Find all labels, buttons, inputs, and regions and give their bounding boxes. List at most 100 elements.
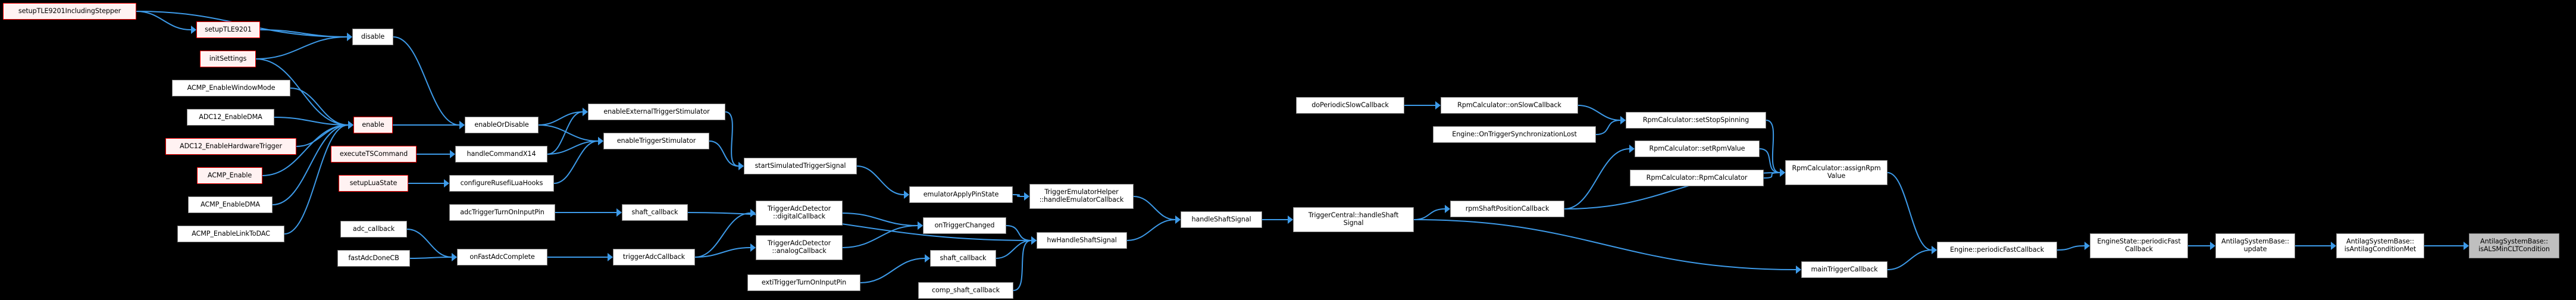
graph-arrowhead-ACMP_EnableDMA-to-enable <box>348 121 353 129</box>
graph-node-comp_shaft_callback[interactable]: comp_shaft_callback <box>918 282 1013 299</box>
graph-node-setupTLE9201[interactable]: setupTLE9201 <box>196 21 260 38</box>
graph-node-adc_callback[interactable]: adc_callback <box>340 221 407 238</box>
graph-node-AntilagSystemBase_update[interactable]: AntilagSystemBase:: update <box>2215 233 2295 258</box>
graph-arrowhead-enableExternalTriggerStimulator-to-startSimulatedTriggerSignal <box>738 162 744 170</box>
graph-edge-ACMP_EnableDMA-to-enable <box>272 124 349 205</box>
graph-arrowhead-extiTriggerTurnOnInputPin-to-shaft_callback_b <box>925 254 930 262</box>
graph-node-RpmCalculator_setRpmValue[interactable]: RpmCalculator::setRpmValue <box>1635 140 1760 157</box>
graph-arrowhead-TriggerCentral_handleShaftSignal-to-rpmShaftPositionCallback <box>1445 205 1450 213</box>
graph-arrowhead-setupTLE9201-to-disable <box>347 33 352 41</box>
graph-arrowhead-enableTriggerStimulator-to-startSimulatedTriggerSignal <box>738 162 744 170</box>
graph-node-shaft_callback_b[interactable]: shaft_callback <box>930 250 996 267</box>
graph-arrowhead-ADC12_EnableHardwareTrigger-to-enable <box>348 121 353 129</box>
graph-arrowhead-rpmShaftPositionCallback-to-RpmCalculator_assignRpmValue <box>1780 168 1785 177</box>
graph-node-extiTriggerTurnOnInputPin[interactable]: extiTriggerTurnOnInputPin <box>747 274 860 291</box>
graph-node-ADC12_EnableDMA[interactable]: ADC12_EnableDMA <box>187 109 274 126</box>
graph-node-fastAdcDoneCB[interactable]: fastAdcDoneCB <box>337 250 410 267</box>
graph-arrowhead-ACMP_EnableLinkToDAC-to-enable <box>348 121 353 129</box>
graph-arrowhead-shaft_callback_b-to-hwHandleShaftSignal <box>1031 236 1037 245</box>
graph-arrowhead-TriggerAdcDetector_analog-to-onTriggerChanged <box>918 221 923 230</box>
graph-arrowhead-ACMP_Enable-to-enable <box>348 121 353 129</box>
graph-node-setupLuaState[interactable]: setupLuaState <box>339 175 408 192</box>
graph-node-doPeriodicSlowCallback[interactable]: doPeriodicSlowCallback <box>1296 97 1404 114</box>
graph-node-ACMP_EnableWindowMode[interactable]: ACMP_EnableWindowMode <box>172 80 290 96</box>
graph-node-mainTriggerCallback[interactable]: mainTriggerCallback <box>1801 261 1888 278</box>
graph-arrowhead-RpmCalculator_onSlowCallback-to-RpmCalculator_setStopSpinning <box>1620 116 1626 124</box>
graph-node-rpmShaftPositionCallback[interactable]: rpmShaftPositionCallback <box>1450 201 1564 217</box>
graph-arrowhead-RpmCalculator_RpmCalculator-to-RpmCalculator_assignRpmValue <box>1780 168 1785 177</box>
graph-node-enableTriggerStimulator[interactable]: enableTriggerStimulator <box>603 133 709 149</box>
graph-node-triggerAdcCallback[interactable]: triggerAdcCallback <box>613 249 695 265</box>
graph-edge-handleCommandX14-to-enableExternalTriggerStimulator <box>547 111 583 155</box>
graph-arrowhead-TriggerCentral_handleShaftSignal-to-mainTriggerCallback <box>1796 265 1801 274</box>
graph-edge-triggerAdcCallback-to-TriggerAdcDetector_analog <box>694 247 751 258</box>
graph-node-handleCommandX14[interactable]: handleCommandX14 <box>455 146 547 162</box>
graph-node-disable[interactable]: disable <box>352 29 393 45</box>
graph-edge-extiTriggerTurnOnInputPin-to-shaft_callback_b <box>860 258 925 283</box>
graph-node-enable[interactable]: enable <box>353 117 393 133</box>
graph-arrowhead-AntilagSystemBase_update-to-AntilagSystemBase_isAntilagConditionMet <box>2331 242 2336 250</box>
graph-edge-TriggerEmulatorHelper-to-handleShaftSignal <box>1133 196 1176 220</box>
graph-node-onFastAdcComplete[interactable]: onFastAdcComplete <box>457 249 547 265</box>
graph-arrowhead-TriggerAdcDetector_digital-to-onTriggerChanged <box>918 221 923 230</box>
graph-node-onTriggerChanged[interactable]: onTriggerChanged <box>923 217 1006 234</box>
graph-node-shaft_callback_a[interactable]: shaft_callback <box>622 204 688 221</box>
graph-node-EngineState_periodicFastCallback[interactable]: EngineState::periodicFast Callback <box>2090 233 2188 258</box>
graph-edge-TriggerCentral_handleShaftSignal-to-rpmShaftPositionCallback <box>1413 208 1445 220</box>
graph-node-ADC12_EnableHardwareTrigger[interactable]: ADC12_EnableHardwareTrigger <box>165 138 296 155</box>
graph-edge-setupTLE9201IncludingStepper-to-setupTLE9201 <box>136 11 192 30</box>
graph-edge-ACMP_EnableWindowMode-to-enable <box>290 88 349 126</box>
graph-arrowhead-fastAdcDoneCB-to-onFastAdcComplete <box>452 253 457 261</box>
graph-node-AntilagSystemBase_isALSMinCLTCondition[interactable]: AntilagSystemBase:: isALSMinCLTCondition <box>2469 233 2559 258</box>
graph-node-Engine_OnTriggerSynchronizationLost[interactable]: Engine::OnTriggerSynchronizationLost <box>1433 126 1596 143</box>
graph-edge-Engine_periodicFastCallback-to-EngineState_periodicFastCallback <box>2057 245 2085 251</box>
graph-node-RpmCalculator_assignRpmValue[interactable]: RpmCalculator::assignRpm Value <box>1785 160 1888 185</box>
graph-arrowhead-setupTLE9201IncludingStepper-to-disable <box>347 33 352 41</box>
graph-node-enableOrDisable[interactable]: enableOrDisable <box>465 117 539 133</box>
graph-arrowhead-setupLuaState-to-configureRusefiLuaHooks <box>444 179 449 188</box>
graph-node-AntilagSystemBase_isAntilagConditionMet[interactable]: AntilagSystemBase:: isAntilagConditionMe… <box>2336 233 2424 258</box>
graph-edge-RpmCalculator_setStopSpinning-to-RpmCalculator_assignRpmValue <box>1766 120 1780 173</box>
graph-arrowhead-enable-to-enableOrDisable <box>459 121 465 129</box>
graph-node-RpmCalculator_setStopSpinning[interactable]: RpmCalculator::setStopSpinning <box>1626 112 1766 129</box>
graph-node-RpmCalculator_onSlowCallback[interactable]: RpmCalculator::onSlowCallback <box>1441 97 1578 114</box>
graph-node-TriggerAdcDetector_digital[interactable]: TriggerAdcDetector ::digitalCallback <box>756 201 843 226</box>
graph-node-initSettings[interactable]: initSettings <box>200 51 256 67</box>
graph-arrowhead-enableOrDisable-to-enableExternalTriggerStimulator <box>583 108 588 116</box>
graph-edge-adc_callback-to-onFastAdcComplete <box>406 229 452 258</box>
graph-edge-handleCommandX14-to-enableTriggerStimulator <box>547 140 599 155</box>
graph-node-TriggerEmulatorHelper[interactable]: TriggerEmulatorHelper ::handleEmulatorCa… <box>1029 184 1134 209</box>
graph-node-enableExternalTriggerStimulator[interactable]: enableExternalTriggerStimulator <box>588 104 725 120</box>
graph-arrowhead-mainTriggerCallback-to-Engine_periodicFastCallback <box>1932 246 1937 254</box>
graph-node-configureRusefiLuaHooks[interactable]: configureRusefiLuaHooks <box>449 175 554 192</box>
graph-node-TriggerCentral_handleShaftSignal[interactable]: TriggerCentral::handleShaft Signal <box>1293 207 1414 232</box>
graph-arrowhead-configureRusefiLuaHooks-to-enableTriggerStimulator <box>598 137 603 145</box>
graph-node-handleShaftSignal[interactable]: handleShaftSignal <box>1181 211 1262 228</box>
graph-edge-ADC12_EnableHardwareTrigger-to-enable <box>296 124 349 147</box>
graph-node-RpmCalculator_RpmCalculator[interactable]: RpmCalculator::RpmCalculator <box>1630 170 1764 186</box>
graph-node-startSimulatedTriggerSignal[interactable]: startSimulatedTriggerSignal <box>744 158 857 174</box>
graph-edge-shaft_callback_b-to-hwHandleShaftSignal <box>996 240 1032 259</box>
graph-arrowhead-hwHandleShaftSignal-to-handleShaftSignal <box>1175 215 1181 224</box>
graph-edge-RpmCalculator_setRpmValue-to-RpmCalculator_assignRpmValue <box>1759 148 1780 173</box>
graph-arrowhead-setupTLE9201IncludingStepper-to-setupTLE9201 <box>191 26 196 34</box>
graph-node-ACMP_EnableLinkToDAC[interactable]: ACMP_EnableLinkToDAC <box>177 226 284 242</box>
graph-node-emulatorApplyPinState[interactable]: emulatorApplyPinState <box>909 186 1013 203</box>
graph-edge-RpmCalculator_RpmCalculator-to-RpmCalculator_assignRpmValue <box>1763 172 1780 179</box>
graph-node-TriggerAdcDetector_analog[interactable]: TriggerAdcDetector ::analogCallback <box>756 235 843 260</box>
graph-node-ACMP_EnableDMA[interactable]: ACMP_EnableDMA <box>188 196 273 213</box>
graph-arrowhead-rpmShaftPositionCallback-to-RpmCalculator_setRpmValue <box>1629 145 1635 153</box>
graph-arrowhead-RpmCalculator_setStopSpinning-to-RpmCalculator_assignRpmValue <box>1780 168 1785 177</box>
graph-node-executeTSCommand[interactable]: executeTSCommand <box>331 146 417 162</box>
graph-arrowhead-TriggerEmulatorHelper-to-handleShaftSignal <box>1175 215 1181 224</box>
graph-edge-RpmCalculator_assignRpmValue-to-Engine_periodicFastCallback <box>1887 172 1932 251</box>
graph-node-ACMP_Enable[interactable]: ACMP_Enable <box>197 167 262 184</box>
graph-node-setupTLE9201IncludingStepper[interactable]: setupTLE9201IncludingStepper <box>3 3 136 20</box>
graph-arrowhead-shaft_callback_a-to-hwHandleShaftSignal <box>1031 236 1037 245</box>
graph-arrowhead-emulatorApplyPinState-to-TriggerEmulatorHelper <box>1024 192 1029 201</box>
graph-arrowhead-disable-to-enableOrDisable <box>459 121 465 129</box>
graph-node-Engine_periodicFastCallback[interactable]: Engine::periodicFastCallback <box>1937 242 2057 258</box>
graph-node-adcTriggerTurnOnInputPin[interactable]: adcTriggerTurnOnInputPin <box>449 204 555 221</box>
graph-edge-rpmShaftPositionCallback-to-RpmCalculator_setRpmValue <box>1564 148 1630 210</box>
graph-node-hwHandleShaftSignal[interactable]: hwHandleShaftSignal <box>1037 232 1127 249</box>
